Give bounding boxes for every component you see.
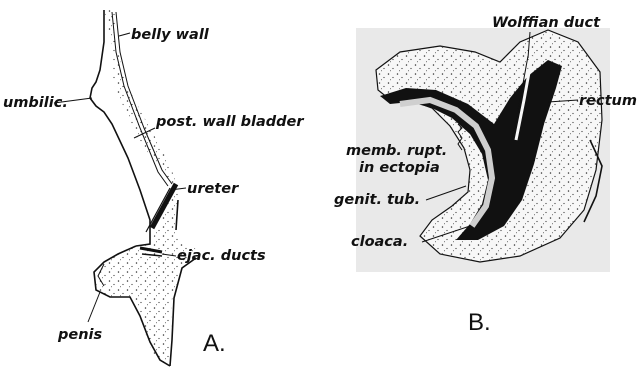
label-wolffian-duct: Wolffian duct — [492, 15, 601, 31]
label-memb-rupt-2: in ectopia — [359, 160, 440, 176]
panel-b: Wolffian duct rectum memb. rupt. in ecto… — [334, 15, 637, 336]
leader-belly-wall — [119, 33, 130, 36]
label-cloaca: cloaca. — [351, 234, 408, 250]
body-wall-section — [95, 10, 196, 365]
label-post-wall-bladder: post. wall bladder — [155, 114, 304, 130]
panel-a-letter: A. — [203, 330, 226, 357]
label-rectum: rectum — [579, 93, 637, 109]
label-ureter: ureter — [187, 181, 239, 197]
label-penis: penis — [57, 327, 103, 343]
leader-penis — [88, 292, 100, 322]
label-genit-tub: genit. tub. — [334, 192, 420, 208]
label-ejac-ducts: ejac. ducts — [177, 248, 266, 264]
panel-b-letter: B. — [468, 309, 491, 336]
label-belly-wall: belly wall — [131, 27, 210, 43]
label-memb-rupt-1: memb. rupt. — [346, 143, 447, 159]
panel-a: belly wall umbilic. post. wall bladder u… — [3, 10, 304, 366]
label-umbilic: umbilic. — [3, 95, 68, 111]
